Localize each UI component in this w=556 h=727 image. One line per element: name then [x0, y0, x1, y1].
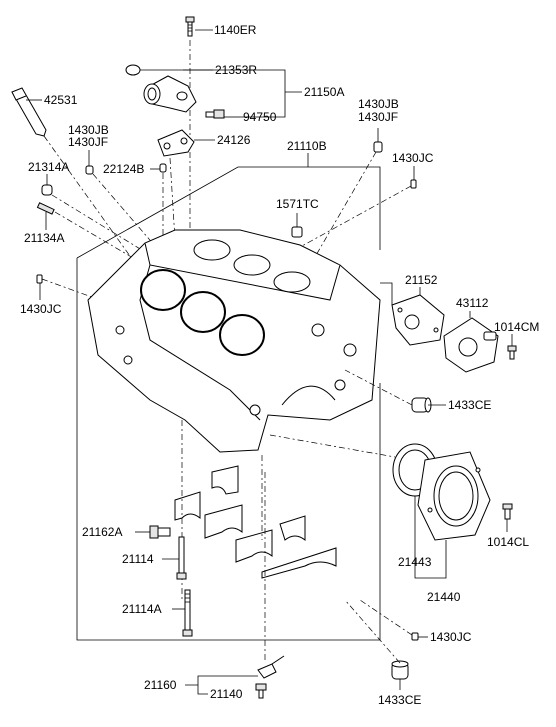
label-1430jb-right: 1430JB	[358, 97, 399, 111]
label-21114a: 21114A	[122, 602, 162, 616]
label-42531: 42531	[44, 93, 78, 107]
plug-1430jb-right	[373, 141, 383, 153]
bracket-21152-frame	[380, 282, 393, 305]
plug-21314a	[41, 184, 53, 196]
dash-21134a	[54, 211, 146, 266]
label-21140: 21140	[210, 687, 243, 701]
bolt-21114a	[182, 589, 193, 637]
oil-jet-21140	[257, 655, 285, 679]
bearing-caps	[174, 465, 337, 579]
plug-1430jc-left	[36, 274, 43, 284]
leader-21160	[185, 675, 258, 695]
dash-1430jc-bottom	[359, 599, 413, 636]
label-1430jc-bottom: 1430JC	[430, 630, 472, 644]
label-1433ce-bottom: 1433CE	[378, 693, 421, 707]
label-21114: 21114	[122, 552, 154, 566]
cylinder-block-21110b	[87, 229, 381, 453]
bushing-1433ce-bottom	[391, 660, 409, 680]
dash-1433ce-top	[344, 369, 413, 406]
label-1430jc-top: 1430JC	[392, 151, 434, 165]
dipstick-42531	[11, 87, 47, 137]
plug-1430jc-bottom	[411, 632, 419, 641]
dash-21314a	[51, 194, 151, 256]
label-21440: 21440	[427, 590, 461, 604]
label-21314a: 21314A	[28, 160, 69, 174]
label-43112: 43112	[456, 296, 489, 310]
dash-1430jb-left	[92, 173, 181, 276]
label-21134a: 21134A	[24, 231, 64, 245]
label-1430jb-left: 1430JB	[68, 123, 109, 137]
label-1571tc: 1571TC	[276, 197, 319, 211]
plug-1571tc	[291, 226, 303, 238]
bolt-21160	[255, 683, 267, 699]
leader-21150a	[183, 69, 302, 118]
label-24126: 24126	[217, 133, 251, 147]
label-22124b: 22124B	[103, 162, 144, 176]
bolt-1014cl	[502, 503, 513, 520]
label-21443: 21443	[398, 555, 432, 569]
cover-43112	[443, 317, 499, 373]
leader-21440	[414, 540, 447, 579]
label-21150a: 21150A	[304, 85, 344, 99]
label-21353r: 21353R	[215, 63, 257, 77]
fitting-21150a	[143, 75, 197, 113]
bushing-1433ce-top	[411, 397, 432, 413]
dash-1430jc-left	[41, 278, 101, 301]
bolt-1140er	[185, 16, 195, 37]
gasket-21152	[391, 294, 445, 346]
label-1140er: 1140ER	[214, 23, 257, 37]
label-94750: 94750	[243, 110, 277, 124]
label-1014cl: 1014CL	[487, 535, 529, 549]
label-21152: 21152	[405, 273, 438, 287]
bracket-24126	[157, 129, 195, 157]
label-21160: 21160	[144, 678, 177, 692]
label-21162a: 21162A	[82, 525, 122, 539]
sensor-94750	[205, 109, 225, 119]
dash-1433ce-bottom	[344, 599, 401, 664]
dash-24126	[169, 157, 176, 241]
seal-housing-21440	[417, 451, 491, 541]
plug-1430jb-left	[85, 165, 94, 175]
bolt-21162a	[149, 525, 171, 539]
bolt-21134a	[36, 202, 55, 215]
label-1014cm: 1014CM	[494, 320, 539, 334]
oring-21353r	[125, 64, 141, 76]
assembly-frame	[76, 258, 381, 641]
assembly-frame-top	[76, 166, 381, 259]
label-1430jc-left: 1430JC	[20, 302, 62, 316]
label-21110b: 21110B	[287, 139, 327, 153]
plug-1430jc-top	[410, 179, 417, 189]
label-1433ce-top: 1433CE	[448, 398, 491, 412]
label-1430jf-right: 1430JF	[358, 110, 398, 124]
bolt-1014cm	[507, 345, 517, 360]
dash-21440	[269, 434, 396, 458]
bolt-21114	[176, 536, 187, 580]
label-1430jf-left: 1430JF	[68, 135, 108, 149]
dowel-22124b	[159, 163, 167, 173]
